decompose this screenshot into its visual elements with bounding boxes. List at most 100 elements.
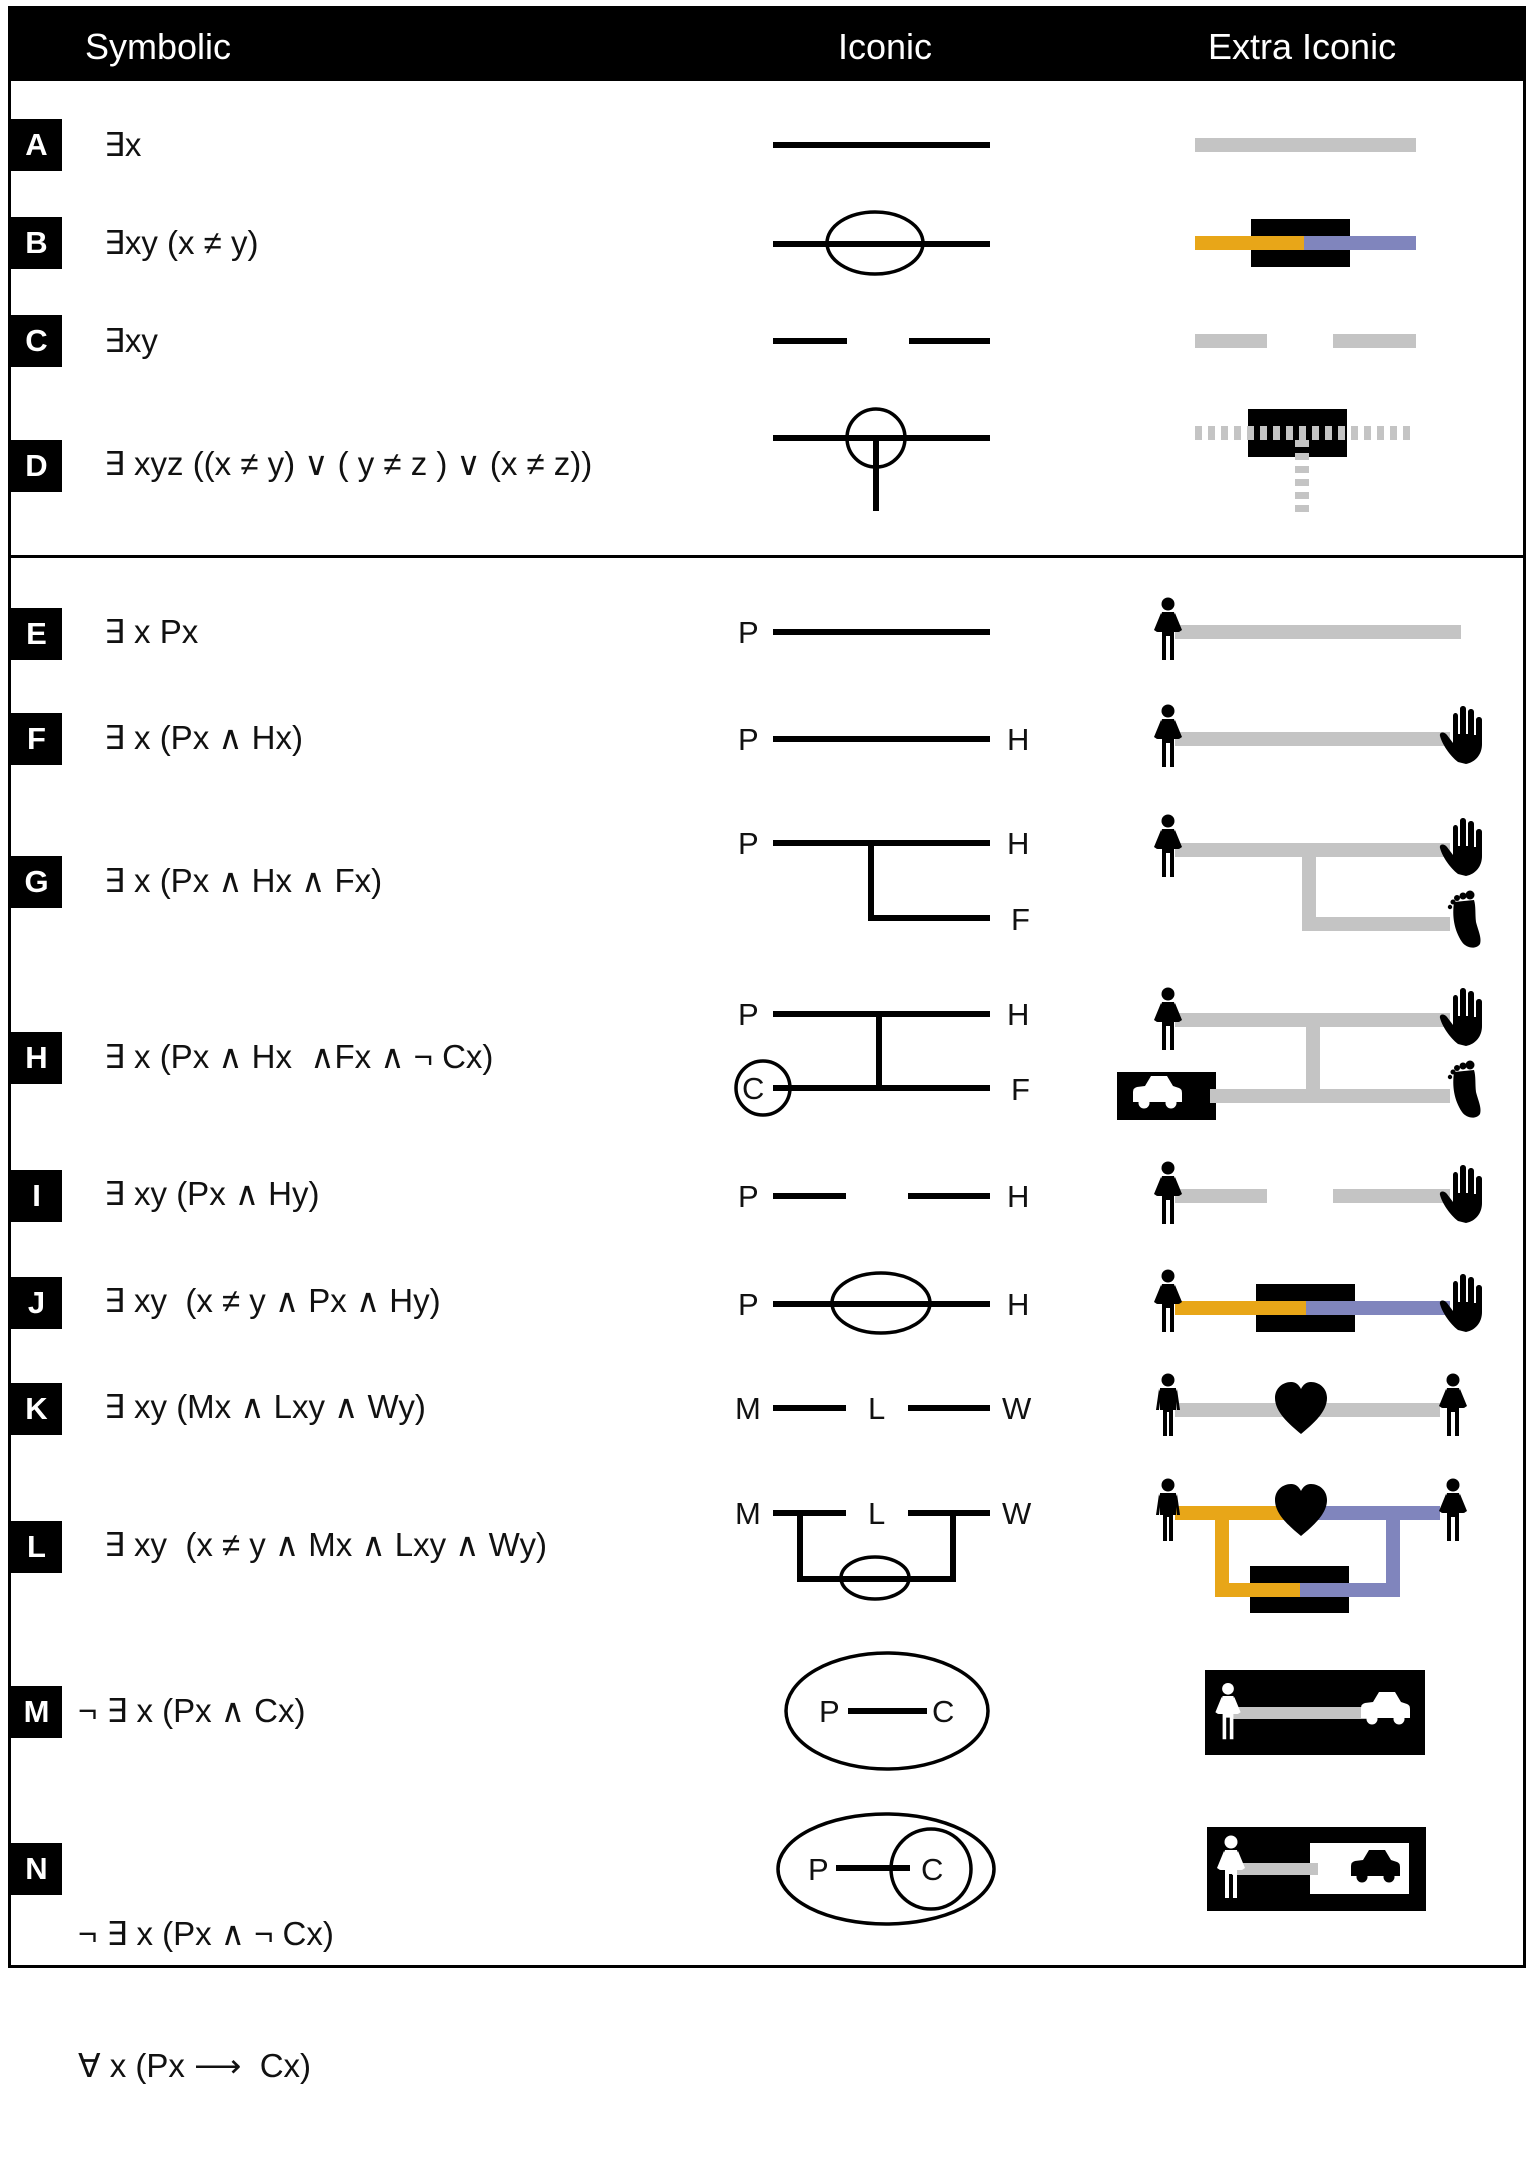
header-bar: Symbolic Iconic Extra Iconic (8, 6, 1526, 81)
hand-icon (1439, 1165, 1482, 1223)
formula-N-line1: ¬ ∃ x (Px ∧ ¬ Cx) (78, 1915, 334, 1952)
extra-iconic-E (1154, 597, 1461, 660)
foot-icon (1447, 890, 1481, 948)
hand-icon (1439, 1274, 1482, 1332)
hand-icon (1439, 988, 1482, 1046)
formula-D: ∃ xyz ((x ≠ y) ∨ ( y ≠ z ) ∨ (x ≠ z)) (104, 445, 593, 482)
person-female-icon (1439, 1373, 1467, 1436)
formula-N-line2: ∀ x (Px ⟶ Cx) (78, 2047, 312, 2084)
row-label-K: K (11, 1383, 62, 1435)
person-female-icon (1154, 1161, 1182, 1224)
formula-M: ¬ ∃ x (Px ∧ Cx) (78, 1692, 306, 1729)
iconic-H: P C H F (734, 997, 1030, 1117)
formula-E: ∃ x Px (104, 613, 199, 650)
formula-H: ∃ x (Px ∧ Hx ∧Fx ∧ ¬ Cx) (104, 1038, 494, 1075)
extra-iconic-N (1207, 1827, 1426, 1911)
person-male-icon (1156, 1373, 1180, 1436)
row-label-I: I (11, 1170, 62, 1222)
row-label-L: L (11, 1521, 62, 1573)
formula-B: ∃xy (x ≠ y) (104, 224, 259, 261)
iconic-label-H: H (1007, 997, 1029, 1032)
extra-iconic-L (1156, 1478, 1467, 1613)
iconic-label-M: M (735, 1391, 761, 1426)
extra-iconic-D (1195, 409, 1410, 517)
iconic-label-H: H (1007, 826, 1029, 861)
iconic-E: P (738, 615, 990, 650)
person-male-icon (1156, 1478, 1180, 1541)
iconic-label-F: F (1011, 902, 1030, 937)
extra-iconic-J (1154, 1269, 1482, 1332)
header-symbolic: Symbolic (85, 26, 232, 67)
extra-iconic-B (1195, 219, 1416, 267)
iconic-label-H: H (1007, 1287, 1029, 1322)
iconic-label-P: P (738, 1287, 759, 1322)
formula-G: ∃ x (Px ∧ Hx ∧ Fx) (104, 862, 383, 899)
formula-A: ∃x (104, 126, 142, 163)
iconic-label-L: L (868, 1496, 885, 1531)
row-label-J: J (11, 1277, 62, 1329)
heart-icon (1275, 1484, 1327, 1536)
iconic-L: M L W (735, 1496, 1032, 1601)
iconic-label-P: P (738, 997, 759, 1032)
iconic-label-L: L (868, 1391, 885, 1426)
iconic-K: M L W (735, 1391, 1032, 1426)
iconic-label-P: P (738, 1179, 759, 1214)
header-iconic: Iconic (838, 26, 933, 67)
formula-K: ∃ xy (Mx ∧ Lxy ∧ Wy) (104, 1388, 426, 1425)
iconic-I: P H (738, 1179, 1029, 1214)
extra-iconic-F (1154, 704, 1482, 767)
formula-F: ∃ x (Px ∧ Hx) (104, 719, 303, 756)
row-label-E: E (11, 608, 62, 660)
extra-iconic-H (1117, 987, 1482, 1120)
person-female-icon (1154, 597, 1182, 660)
iconic-label-C: C (742, 1071, 764, 1106)
section-separator (8, 555, 1526, 558)
row-label-A: A (11, 119, 62, 171)
formula-I: ∃ xy (Px ∧ Hy) (104, 1175, 320, 1212)
person-female-icon (1154, 987, 1182, 1050)
row-label-F: F (11, 713, 62, 765)
iconic-label-P: P (819, 1694, 840, 1729)
person-female-icon (1154, 1269, 1182, 1332)
extra-iconic-G (1154, 814, 1482, 948)
iconic-label-H: H (1007, 722, 1029, 757)
formula-C: ∃xy (104, 322, 158, 359)
person-female-icon (1439, 1478, 1467, 1541)
row-label-D: D (11, 440, 62, 492)
iconic-label-M: M (735, 1496, 761, 1531)
iconic-label-C: C (921, 1852, 943, 1887)
person-female-icon (1154, 704, 1182, 767)
iconic-J: P H (738, 1271, 1029, 1335)
iconic-label-W: W (1002, 1496, 1032, 1531)
iconic-label-P: P (738, 826, 759, 861)
formula-L: ∃ xy (x ≠ y ∧ Mx ∧ Lxy ∧ Wy) (104, 1526, 547, 1563)
row-label-N: N (11, 1843, 62, 1895)
extra-iconic-K (1156, 1373, 1467, 1436)
iconic-label-P: P (738, 722, 759, 757)
hand-icon (1439, 706, 1482, 764)
foot-icon (1447, 1060, 1481, 1118)
iconic-label-F: F (1011, 1072, 1030, 1107)
heart-icon (1275, 1382, 1327, 1434)
iconic-M: P C (784, 1651, 990, 1771)
person-female-icon (1154, 814, 1182, 877)
row-label-G: G (11, 856, 62, 908)
iconic-B (773, 210, 990, 276)
extra-iconic-I (1154, 1161, 1482, 1224)
row-label-B: B (11, 217, 62, 269)
formula-J: ∃ xy (x ≠ y ∧ Px ∧ Hy) (104, 1282, 441, 1319)
diagram-canvas: P P H P H F P C H F P H P H M L (734, 138, 1482, 1926)
extra-iconic-M (1205, 1670, 1425, 1755)
iconic-D (773, 407, 990, 511)
row-label-C: C (11, 315, 62, 367)
iconic-F: P H (738, 722, 1029, 757)
iconic-label-P: P (738, 615, 759, 650)
iconic-label-W: W (1002, 1391, 1032, 1426)
header-extra-iconic: Extra Iconic (1208, 26, 1397, 67)
iconic-label-H: H (1007, 1179, 1029, 1214)
iconic-label-C: C (932, 1694, 954, 1729)
row-label-H: H (11, 1032, 62, 1084)
hand-icon (1439, 818, 1482, 876)
iconic-N: P C (776, 1812, 996, 1926)
iconic-label-P: P (808, 1852, 829, 1887)
